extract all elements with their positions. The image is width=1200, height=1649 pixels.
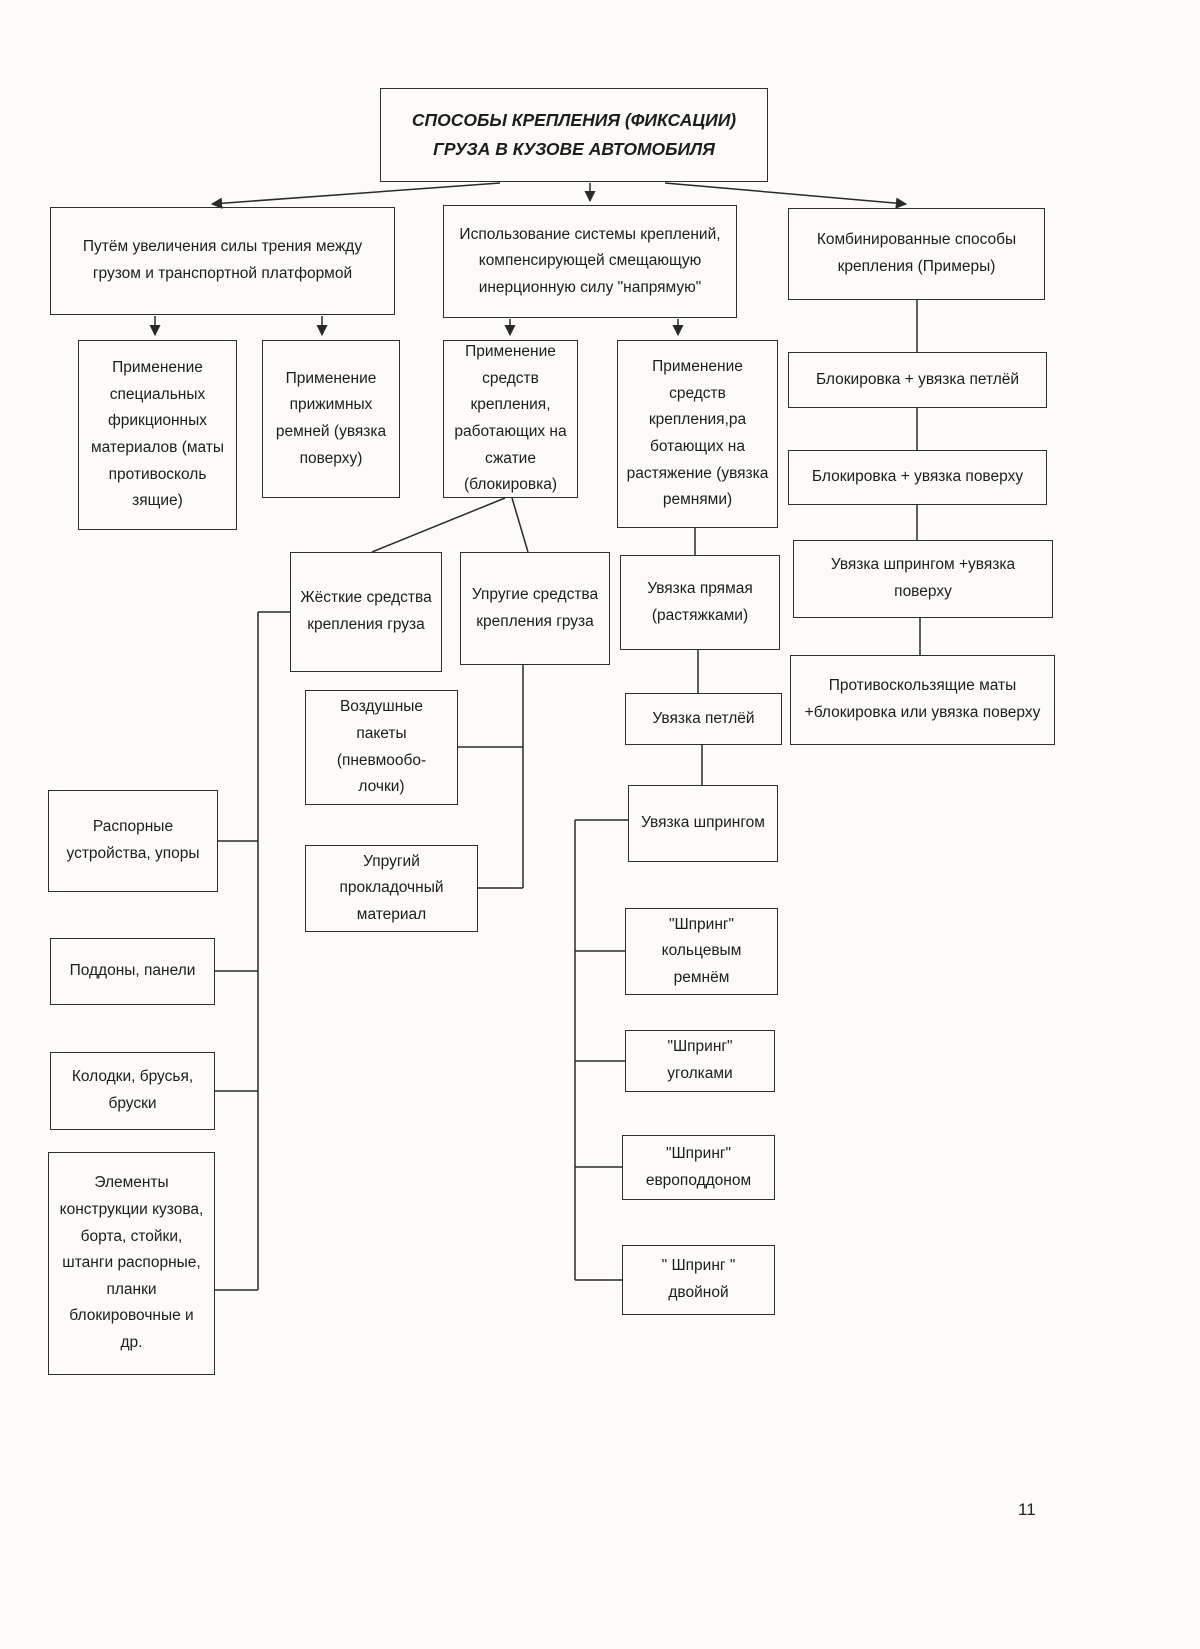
node-spring-top: Увязка шпрингом +увязка поверху (793, 540, 1053, 618)
node-spring-lashing: Увязка шпрингом (628, 785, 778, 862)
page-number: 11 (1018, 1500, 1036, 1519)
node-blocks: Колодки, брусья, бруски (50, 1052, 215, 1130)
node-elastic-padding: Упругий прокладочный материал (305, 845, 478, 932)
node-spring-ring: "Шпринг" кольцевым ремнём (625, 908, 778, 995)
node-clamp-belts: Применение прижимных ремней (увязка пове… (262, 340, 400, 498)
node-air-bags: Воздушные пакеты (пневмообо-лочки) (305, 690, 458, 805)
node-body-elements: Элементы конструкции кузова, борта, стой… (48, 1152, 215, 1375)
node-combined-branch: Комбинированные способы крепления (Приме… (788, 208, 1045, 300)
node-friction-materials: Применение специальных фрикционных матер… (78, 340, 237, 530)
node-root: СПОСОБЫ КРЕПЛЕНИЯ (ФИКСАЦИИ) ГРУЗА В КУЗ… (380, 88, 768, 182)
node-block-top: Блокировка + увязка поверху (788, 450, 1047, 505)
node-compression: Применение средств крепления, работающих… (443, 340, 578, 498)
node-elastic-means: Упругие средства крепления груза (460, 552, 610, 665)
node-spring-corners: "Шпринг" уголками (625, 1030, 775, 1092)
node-mats-block: Противоскользящие маты +блокировка или у… (790, 655, 1055, 745)
node-direct-lashing: Увязка прямая (растяжками) (620, 555, 780, 650)
node-friction-branch: Путём увеличения силы трения между грузо… (50, 207, 395, 315)
node-spring-double: " Шпринг " двойной (622, 1245, 775, 1315)
node-rigid-means: Жёсткие средства крепления груза (290, 552, 442, 672)
node-pallets: Поддоны, панели (50, 938, 215, 1005)
node-spring-europallet: "Шпринг" европоддоном (622, 1135, 775, 1200)
node-tension: Применение средств крепления,ра ботающих… (617, 340, 778, 528)
node-loop-lashing: Увязка петлёй (625, 693, 782, 745)
node-system-branch: Использование системы креплений, компенс… (443, 205, 737, 318)
node-block-loop: Блокировка + увязка петлёй (788, 352, 1047, 408)
node-spacers: Распорные устройства, упоры (48, 790, 218, 892)
